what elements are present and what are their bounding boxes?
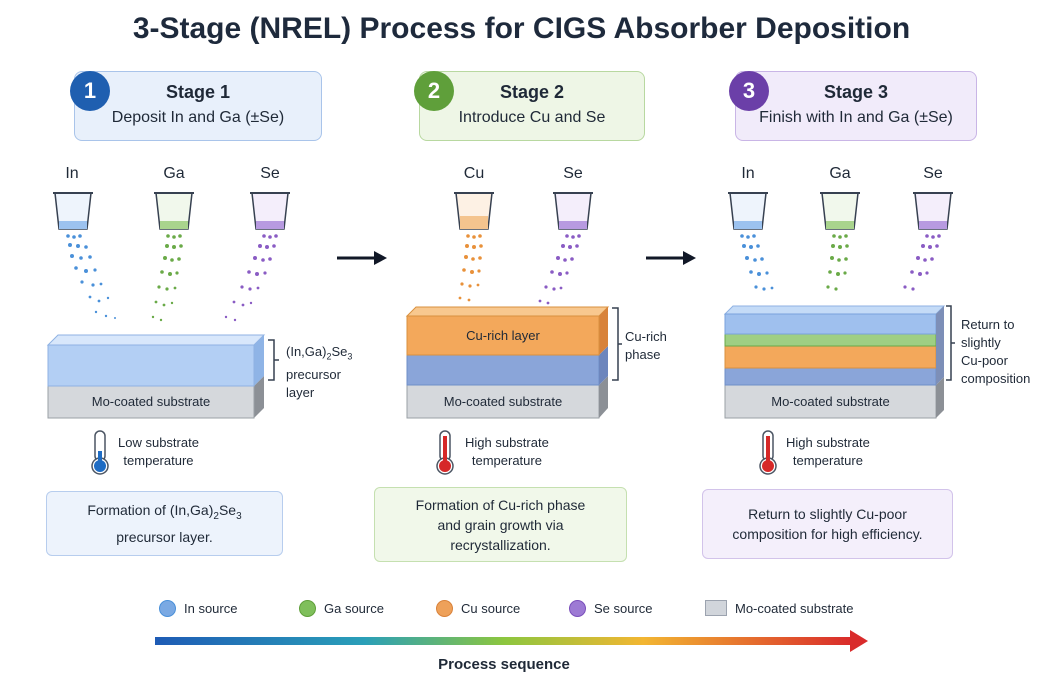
stage-2-stack	[405, 306, 610, 419]
process-sequence-arrow	[155, 630, 868, 652]
thermometer-high-icon	[759, 430, 777, 475]
vapor-se-stage3	[903, 234, 941, 291]
legend-ga-source: Ga source	[299, 600, 384, 617]
source-label-in: In	[741, 165, 755, 182]
stage-3-action: Finish with In and Ga (±Se)	[759, 109, 953, 126]
legend-mo-substrate: Mo-coated substrate	[705, 600, 854, 616]
thermometer-low-icon	[91, 430, 109, 475]
source-label-se: Se	[923, 165, 943, 182]
source-label-se: Se	[563, 165, 583, 182]
stage-1-header: Stage 1 Deposit In and Ga (±Se)	[74, 71, 322, 141]
crucible-ga-stage1	[154, 192, 194, 230]
arrow-right-icon	[337, 251, 387, 265]
page-title: 3-Stage (NREL) Process for CIGS Absorber…	[132, 12, 911, 45]
stage-2-title: Stage 2	[499, 82, 565, 102]
stage-3-bracket	[946, 305, 955, 381]
stage-2-note: Formation of Cu-rich phase and grain gro…	[374, 487, 627, 562]
stage-2-rich-layer-label: Cu-rich layer	[466, 328, 540, 343]
stage-3-stack	[723, 305, 946, 419]
arrow-right-icon	[646, 251, 696, 265]
source-label-ga: Ga	[829, 165, 851, 182]
stage-3-substrate-label: Mo-coated substrate	[771, 394, 890, 409]
stage-2-layer-label: Cu-rich phase	[625, 329, 667, 362]
stage-1-stack	[46, 334, 266, 419]
stage-1-note: Formation of (In,Ga)2Se3 precursor layer…	[46, 491, 283, 556]
crucible-in-stage3	[728, 192, 768, 230]
stage-1-badge: 1	[70, 71, 110, 111]
legend-swatch-in	[159, 600, 176, 617]
stage-2-substrate-label: Mo-coated substrate	[443, 394, 563, 409]
crucible-se-stage2	[553, 192, 593, 230]
legend-se-source: Se source	[569, 600, 653, 617]
vapor-ga-stage1	[151, 234, 183, 322]
legend-swatch-se	[569, 600, 586, 617]
vapor-se-stage1	[224, 234, 278, 322]
legend-swatch-ga	[299, 600, 316, 617]
stage-1-layer-label: (In,Ga)2Se3 precursor layer	[286, 344, 353, 400]
stage-2-bracket	[612, 307, 622, 381]
stage-2-header: Stage 2 Introduce Cu and Se	[419, 71, 645, 141]
source-label-cu: Cu	[463, 165, 485, 182]
stage-1-action: Deposit In and Ga (±Se)	[111, 109, 285, 126]
vapor-ga-stage3	[826, 234, 849, 291]
source-label-in: In	[65, 165, 79, 182]
source-label-ga: Ga	[163, 165, 185, 182]
crucible-cu-stage2	[454, 192, 494, 230]
stage-2-action: Introduce Cu and Se	[458, 109, 606, 126]
crucible-in-stage1	[53, 192, 93, 230]
stage-2-badge: 2	[414, 71, 454, 111]
stage-3-temperature-label: High substrate temperature	[786, 435, 870, 468]
vapor-se-stage2	[538, 234, 581, 305]
stage-1-substrate-label: Mo-coated substrate	[91, 394, 211, 409]
crucible-se-stage1	[250, 192, 290, 230]
stage-3-badge: 3	[729, 71, 769, 111]
source-label-se: Se	[260, 165, 280, 182]
legend-swatch-cu	[436, 600, 453, 617]
stage-3-layer-label: Return to slightly Cu-poor composition	[961, 317, 1031, 386]
stage-1-bracket	[268, 339, 279, 381]
legend-in-source: In source	[159, 600, 237, 617]
legend-swatch-substrate	[705, 600, 727, 616]
vapor-cu-stage2	[458, 234, 483, 302]
vapor-in-stage3	[740, 234, 774, 291]
stage-1-title: Stage 1	[165, 82, 231, 102]
crucible-ga-stage3	[820, 192, 860, 230]
legend-cu-source: Cu source	[436, 600, 520, 617]
stage-3-note: Return to slightly Cu-poor composition f…	[702, 489, 953, 559]
stage-3-title: Stage 3	[823, 82, 889, 102]
crucible-se-stage3	[913, 192, 953, 230]
thermometer-high-icon	[436, 430, 454, 475]
stage-2-temperature-label: High substrate temperature	[465, 435, 549, 468]
process-sequence-label: Process sequence	[438, 656, 570, 673]
vapor-in-stage1	[66, 234, 116, 319]
stage-3-header: Stage 3 Finish with In and Ga (±Se)	[735, 71, 977, 141]
stage-1-temperature-label: Low substrate temperature	[118, 435, 199, 468]
